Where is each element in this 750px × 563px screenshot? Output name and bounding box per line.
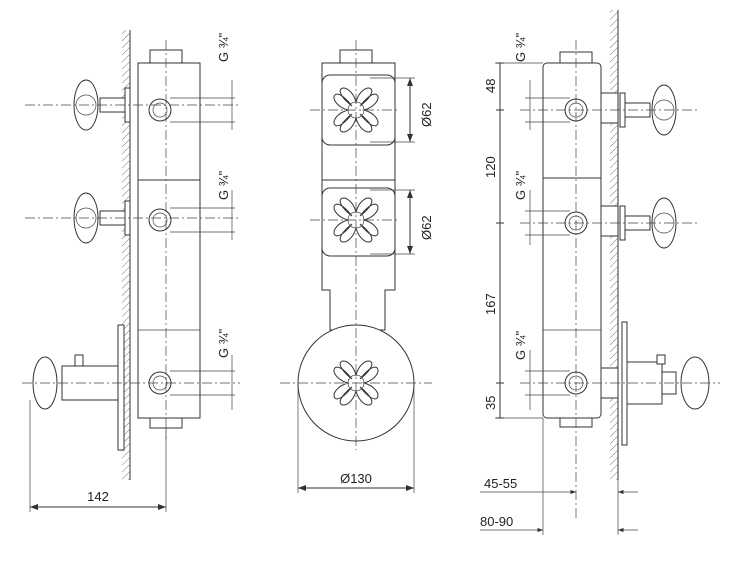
thread-label: G ¾" bbox=[513, 170, 528, 200]
plate-diameter-dim: Ø130 bbox=[340, 471, 372, 486]
rosette-diameter-dim: Ø62 bbox=[419, 215, 434, 240]
right-side-view: 48 120 167 35 G ¾" G ¾" G ¾" 45-55 80-90 bbox=[480, 10, 720, 535]
rosette-diameter-dim: Ø62 bbox=[419, 102, 434, 127]
valve-body bbox=[542, 62, 602, 419]
left-side-view: 142 G ¾" G ¾" G ¾" bbox=[22, 30, 240, 512]
rosette bbox=[321, 187, 396, 257]
wall-dim-80-90: 80-90 bbox=[480, 514, 513, 529]
thread-label: G ¾" bbox=[513, 330, 528, 360]
depth-dim-142: 142 bbox=[87, 489, 109, 504]
front-view: Ø62 Ø62 Ø130 bbox=[280, 40, 434, 493]
thread-label: G ¾" bbox=[216, 170, 231, 200]
wall-hatch bbox=[610, 10, 618, 480]
dim-120: 120 bbox=[483, 156, 498, 178]
dim-35: 35 bbox=[483, 396, 498, 410]
wall-dim-45-55: 45-55 bbox=[484, 476, 517, 491]
thread-label: G ¾" bbox=[216, 328, 231, 358]
wall-hatch bbox=[122, 30, 130, 480]
dim-48: 48 bbox=[483, 79, 498, 93]
dim-167: 167 bbox=[483, 293, 498, 315]
thread-label: G ¾" bbox=[216, 32, 231, 62]
thread-label: G ¾" bbox=[513, 32, 528, 62]
